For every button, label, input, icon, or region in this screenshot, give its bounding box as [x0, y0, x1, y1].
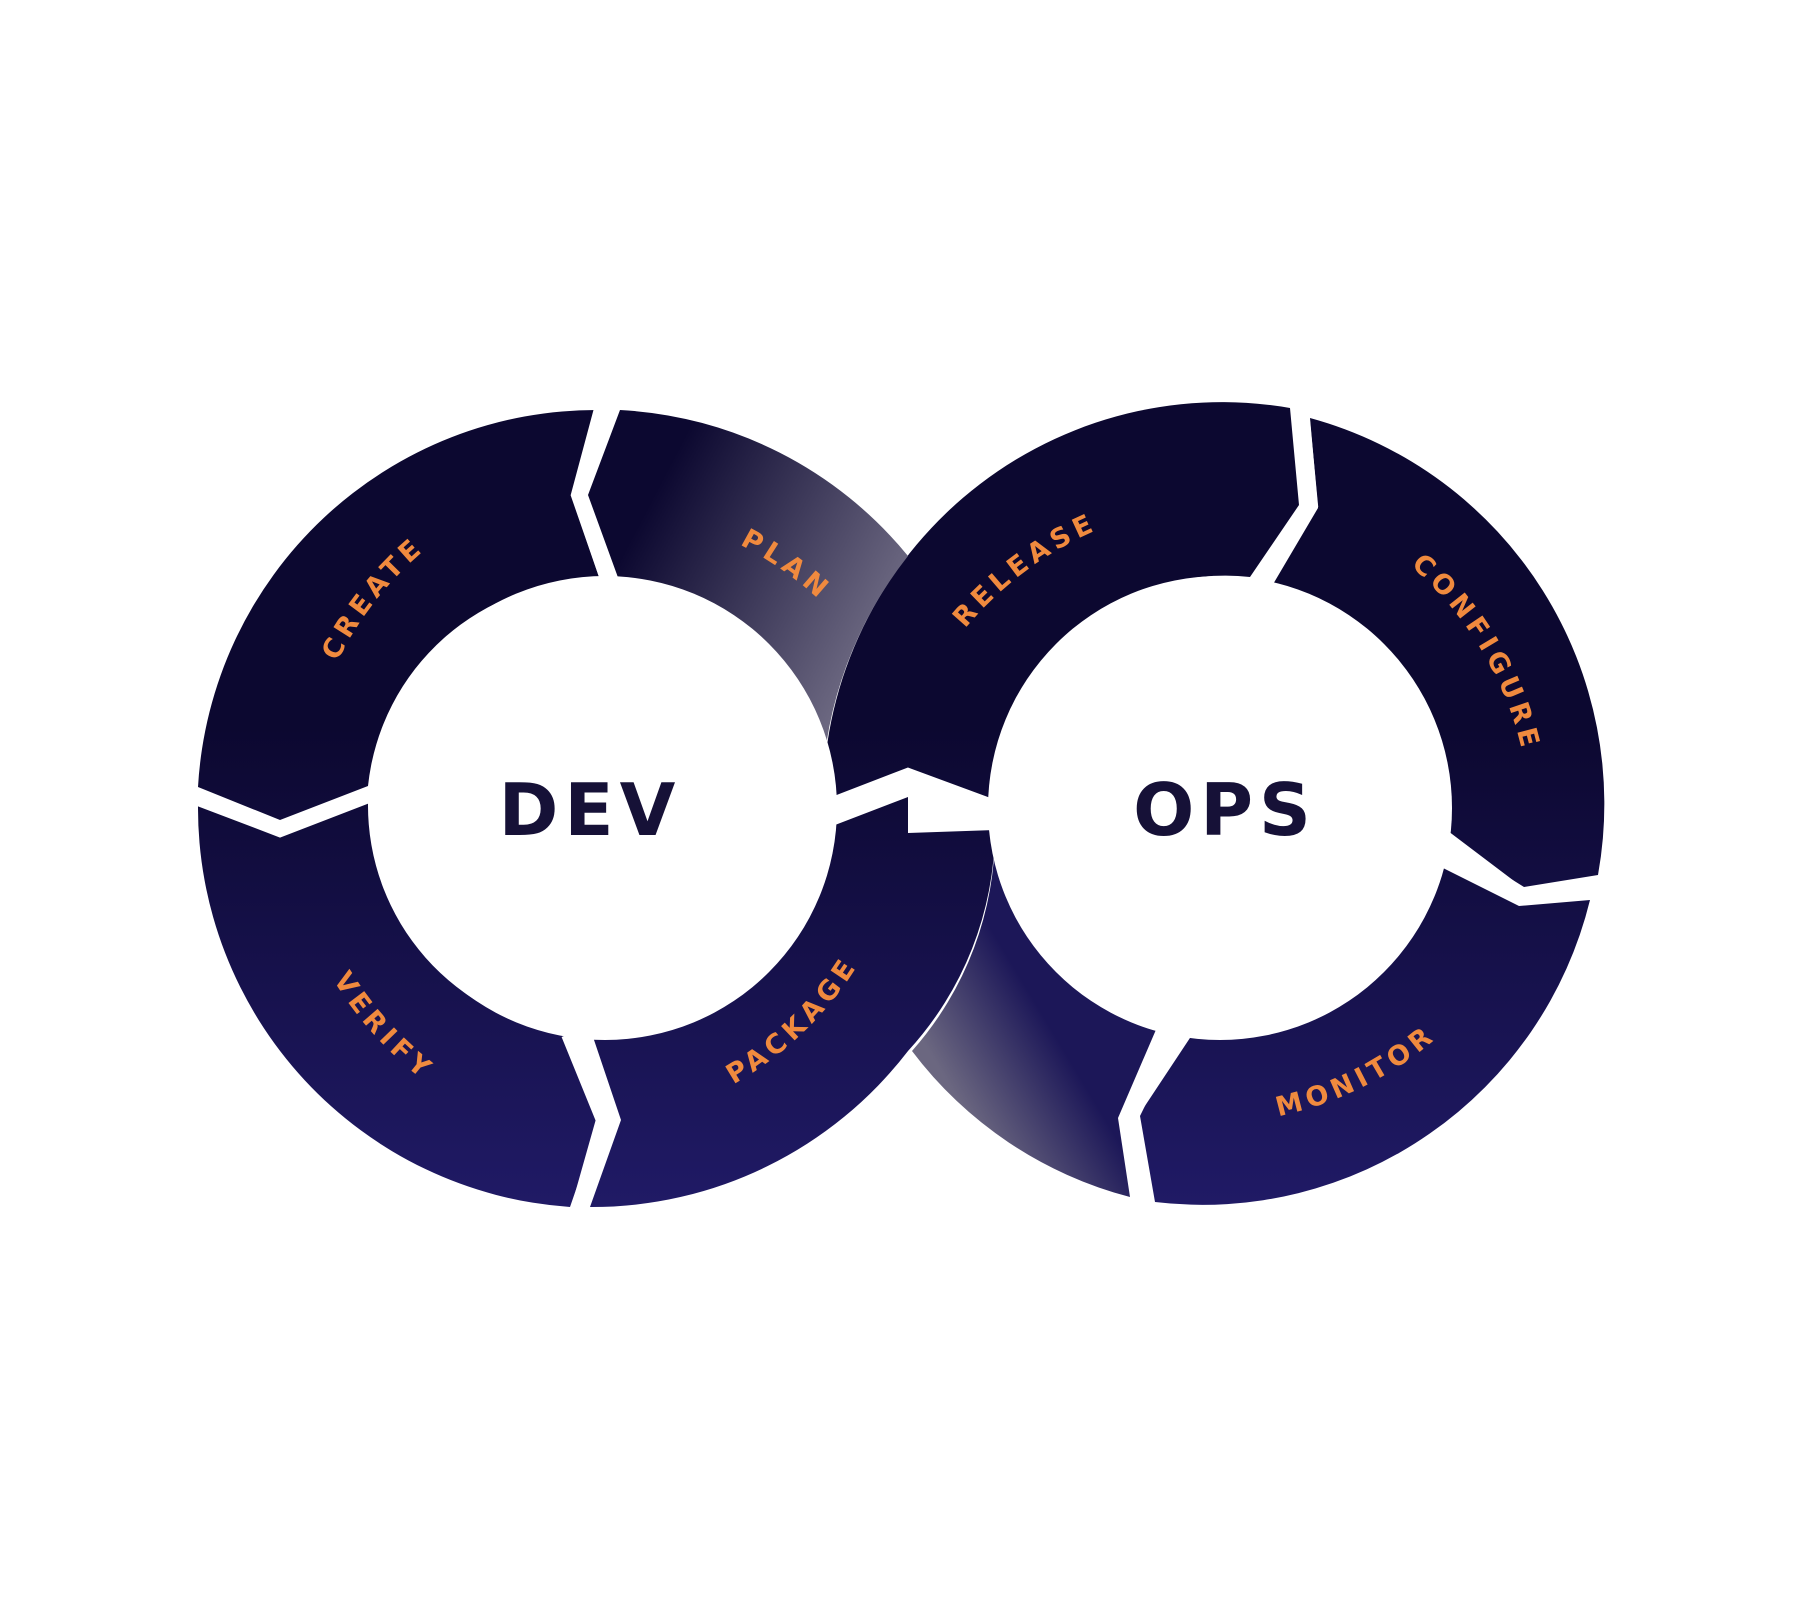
- ops-center-label: OPS: [1133, 768, 1317, 852]
- segment-verify[interactable]: [197, 803, 600, 1207]
- dev-center-label: DEV: [499, 768, 682, 852]
- segment-plan: [588, 410, 908, 789]
- segment-configure[interactable]: [1272, 418, 1605, 887]
- segment-monitor[interactable]: [1140, 866, 1590, 1205]
- dev-center: [373, 576, 837, 1040]
- segment-package[interactable]: [590, 797, 995, 1208]
- dev-ring: [197, 409, 995, 1208]
- segment-ops-bottom: [912, 830, 1158, 1197]
- segment-release[interactable]: [822, 402, 1299, 808]
- segment-separators: [185, 395, 1610, 1215]
- ops-center: [988, 576, 1452, 1040]
- ops-ring: [822, 402, 1605, 1205]
- segment-create[interactable]: [198, 409, 600, 820]
